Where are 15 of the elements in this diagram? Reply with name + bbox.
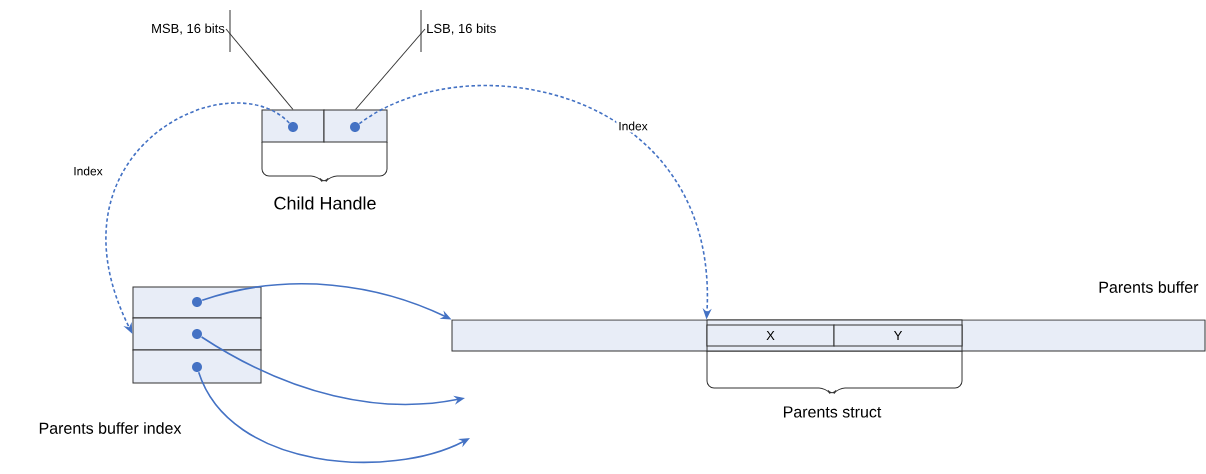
cell-box: X [706, 324, 835, 347]
leader-line [355, 28, 426, 110]
callout-text: LSB, 16 bits [427, 23, 496, 35]
leader-line [225, 28, 294, 110]
brace-label: Child Handle [274, 196, 376, 210]
brace-label: Parents struct [784, 406, 882, 418]
caption-text: Parents buffer index [39, 422, 182, 434]
cell-box [132, 317, 262, 351]
callout-text: MSB, 16 bits [152, 23, 225, 35]
buffer-caption: Parents buffer [1099, 281, 1199, 293]
cell-box [323, 109, 388, 143]
cell-box [132, 286, 262, 319]
cell-box [132, 349, 262, 384]
cell-box: Y [833, 324, 963, 347]
cell-box [261, 109, 325, 143]
